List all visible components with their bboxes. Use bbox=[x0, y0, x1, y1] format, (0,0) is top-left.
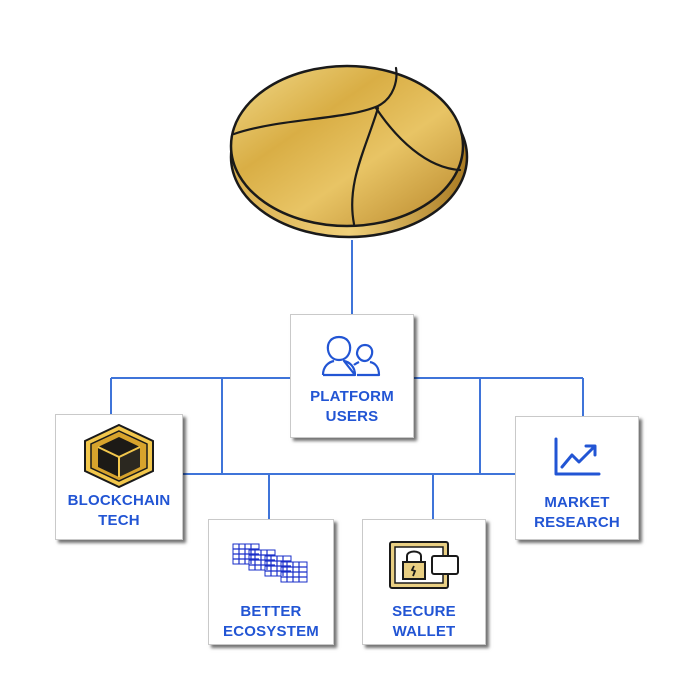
market-research-label: MARKET RESEARCH bbox=[534, 494, 620, 531]
node-market-research: MARKET RESEARCH bbox=[515, 416, 639, 540]
grid-stack-icon bbox=[232, 543, 308, 583]
gold-coin-icon bbox=[226, 58, 472, 244]
secure-wallet-label: SECURE WALLET bbox=[392, 603, 456, 640]
platform-users-label: PLATFORM USERS bbox=[310, 388, 394, 425]
blockchain-tech-label: BLOCKCHAIN TECH bbox=[67, 492, 171, 529]
trend-chart-icon bbox=[554, 437, 601, 476]
users-icon bbox=[321, 335, 381, 377]
better-ecosystem-label: BETTER ECOSYSTEM bbox=[223, 603, 319, 640]
cube-icon bbox=[84, 423, 154, 489]
node-blockchain-tech: BLOCKCHAIN TECH bbox=[55, 414, 183, 540]
node-secure-wallet: SECURE WALLET bbox=[362, 519, 486, 645]
node-platform-users: PLATFORM USERS bbox=[290, 314, 414, 438]
lock-wallet-icon bbox=[389, 541, 459, 589]
node-better-ecosystem: BETTER ECOSYSTEM bbox=[208, 519, 334, 645]
